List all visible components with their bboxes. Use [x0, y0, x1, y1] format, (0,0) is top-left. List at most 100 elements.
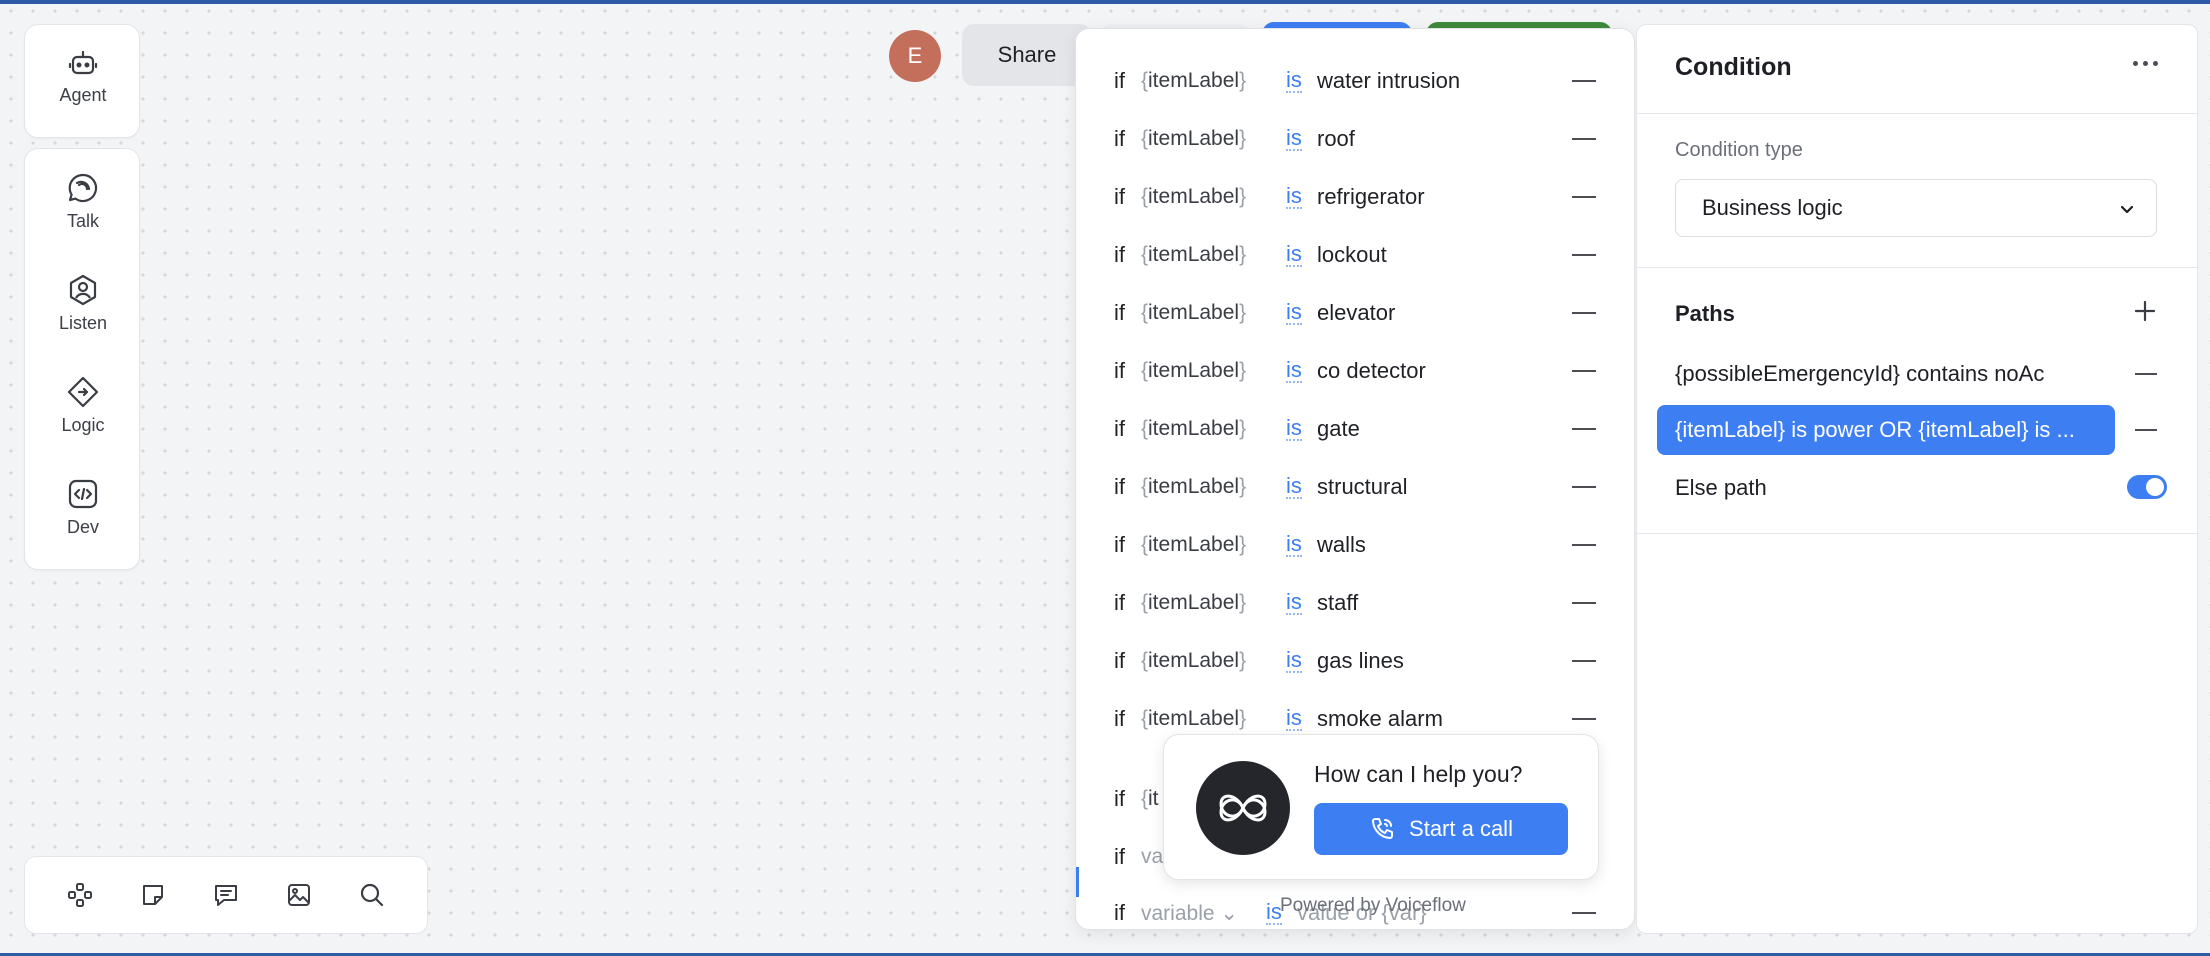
operator-select[interactable]: is [1286, 531, 1302, 557]
rail-item-listen[interactable]: Listen [25, 273, 141, 334]
variable-chip[interactable]: {itemLabel} [1141, 69, 1247, 92]
add-path-button[interactable] [2133, 299, 2157, 323]
remove-condition-button[interactable] [1572, 428, 1596, 430]
variable-chip[interactable]: {itemLabel} [1141, 591, 1247, 614]
operator-select[interactable]: is [1266, 899, 1282, 925]
user-avatar[interactable]: E [889, 30, 941, 82]
condition-row-partial[interactable]: if {it [1076, 771, 1634, 827]
comment-button[interactable] [204, 873, 248, 917]
value-input[interactable]: lockout [1317, 242, 1387, 267]
variable-chip[interactable]: {itemLabel} [1141, 649, 1247, 672]
operator-select[interactable]: is [1286, 67, 1302, 93]
operator-select[interactable]: is [1286, 647, 1302, 673]
comment-icon [214, 885, 237, 906]
remove-condition-button[interactable] [1572, 254, 1596, 256]
if-keyword: if [1114, 358, 1125, 383]
operator-select[interactable]: is [1286, 299, 1302, 325]
chevron-down-icon [2120, 205, 2134, 214]
variable-select[interactable]: variable ⌄ [1141, 901, 1238, 925]
remove-path-button[interactable] [2135, 373, 2157, 375]
value-input[interactable]: gas lines [1317, 648, 1404, 673]
condition-row[interactable]: if {itemLabel} is water intrusion [1076, 53, 1634, 109]
operator-select[interactable]: is [1286, 415, 1302, 441]
operator-select[interactable]: is [1286, 125, 1302, 151]
window-top-border [0, 0, 2210, 4]
rail-item-dev[interactable]: Dev [25, 477, 141, 538]
value-input[interactable]: elevator [1317, 300, 1396, 325]
rail-item-talk[interactable]: Talk [25, 171, 141, 232]
variable-chip[interactable]: {itemLabel} [1141, 243, 1247, 266]
condition-row[interactable]: if {itemLabel} is gas lines [1076, 633, 1634, 689]
remove-path-button[interactable] [2135, 429, 2157, 431]
share-button[interactable]: Share [962, 24, 1092, 86]
remove-condition-button[interactable] [1572, 312, 1596, 314]
remove-condition-button[interactable] [1572, 718, 1596, 720]
start-call-button[interactable]: Start a call [1314, 803, 1568, 855]
remove-condition-button[interactable] [1572, 486, 1596, 488]
remove-condition-button[interactable] [1572, 660, 1596, 662]
more-options-button[interactable] [2133, 61, 2158, 66]
if-keyword: if [1114, 68, 1125, 93]
remove-condition-button[interactable] [1572, 196, 1596, 198]
rail-item-agent[interactable]: Agent [25, 47, 141, 106]
condition-row-new[interactable]: if variable ⌄ is value or {var} [1076, 885, 1634, 929]
else-path-toggle[interactable] [2127, 475, 2167, 499]
operator-select[interactable]: is [1286, 589, 1302, 615]
operator-select[interactable]: is [1286, 473, 1302, 499]
value-input[interactable]: structural [1317, 474, 1408, 499]
condition-type-select[interactable]: Business logic [1675, 179, 2157, 237]
path-item[interactable]: {possibleEmergencyId} contains noAc [1675, 361, 2045, 386]
remove-condition-button[interactable] [1572, 912, 1596, 914]
variable-chip[interactable]: {itemLabel} [1141, 127, 1247, 150]
value-input[interactable]: water intrusion [1317, 68, 1461, 93]
variable-chip[interactable]: {itemLabel} [1141, 707, 1247, 730]
value-input[interactable]: value or {var} [1297, 900, 1427, 925]
remove-condition-button[interactable] [1572, 80, 1596, 82]
operator-select[interactable]: is [1286, 357, 1302, 383]
remove-condition-button[interactable] [1572, 370, 1596, 372]
value-input[interactable]: smoke alarm [1317, 706, 1443, 731]
variable-chip[interactable]: {itemLabel} [1141, 301, 1247, 324]
value-input[interactable]: co detector [1317, 358, 1426, 383]
remove-condition-button[interactable] [1572, 602, 1596, 604]
path-item-selected[interactable]: {itemLabel} is power OR {itemLabel} is .… [1657, 405, 2115, 455]
value-input[interactable]: refrigerator [1317, 184, 1425, 209]
rail-item-logic[interactable]: Logic [25, 375, 141, 436]
image-button[interactable] [277, 873, 321, 917]
variable-chip[interactable]: {itemLabel} [1141, 533, 1247, 556]
variable-chip[interactable]: {itemLabel} [1141, 417, 1247, 440]
value-input[interactable]: gate [1317, 416, 1360, 441]
variable-chip[interactable]: {itemLabel} [1141, 359, 1247, 382]
voiceflow-logo [1196, 761, 1290, 855]
value-input[interactable]: walls [1317, 532, 1366, 557]
note-button[interactable] [131, 873, 175, 917]
nodes-button[interactable] [58, 873, 102, 917]
if-keyword: if [1114, 590, 1125, 615]
condition-row-partial[interactable]: if va [1076, 829, 1634, 885]
variable-chip[interactable]: {itemLabel} [1141, 185, 1247, 208]
value-input[interactable]: roof [1317, 126, 1355, 151]
operator-select[interactable]: is [1286, 705, 1302, 731]
search-button[interactable] [350, 873, 394, 917]
rail-label-agent: Agent [59, 85, 107, 105]
operator-select[interactable]: is [1286, 241, 1302, 267]
condition-row[interactable]: if {itemLabel} is co detector [1076, 343, 1634, 399]
variable-select[interactable]: va [1141, 845, 1164, 868]
value-input[interactable]: staff [1317, 590, 1359, 615]
variable-chip[interactable]: {itemLabel} [1141, 475, 1247, 498]
if-keyword: if [1114, 648, 1125, 673]
remove-condition-button[interactable] [1572, 138, 1596, 140]
divider [1637, 113, 2199, 114]
remove-condition-button[interactable] [1572, 544, 1596, 546]
variable-chip[interactable]: {it [1141, 787, 1159, 810]
operator-select[interactable]: is [1286, 183, 1302, 209]
